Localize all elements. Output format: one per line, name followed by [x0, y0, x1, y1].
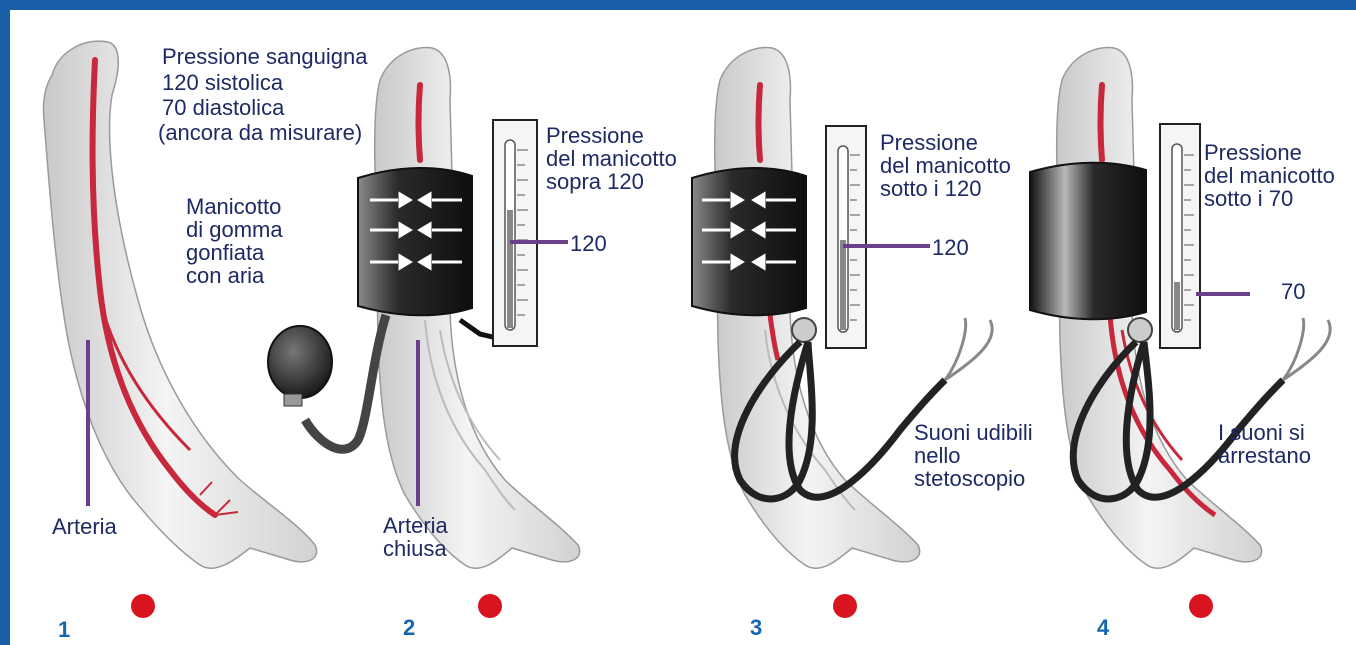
systolic-label: 120 sistolica: [162, 71, 283, 94]
cuff-pressure-label: Pressione del manicotto sopra 120: [546, 124, 677, 193]
bulb-icon: [268, 315, 386, 449]
step-number: 1: [58, 617, 70, 643]
cuff-icon: [692, 168, 806, 315]
step-number: 2: [403, 615, 415, 641]
sounds-label: Suoni udibili nello stetoscopio: [914, 421, 1033, 490]
dot-icon: [478, 594, 502, 618]
pressure-reading: 120: [570, 232, 607, 255]
dot-icon: [131, 594, 155, 618]
artery-label: Arteria: [52, 515, 117, 538]
dot-icon: [1189, 594, 1213, 618]
manometer-icon: [826, 126, 866, 348]
cuff-pressure-label: Pressione del manicotto sotto i 70: [1204, 141, 1335, 210]
cuff-pressure-label: Pressione del manicotto sotto i 120: [880, 131, 1011, 200]
cuff-label: Manicotto di gomma gonfiata con aria: [186, 195, 283, 287]
diastolic-label: 70 diastolica: [162, 96, 284, 119]
measurement-note: (ancora da misurare): [158, 121, 362, 144]
sounds-stop-label: I suoni si arrestano: [1218, 421, 1311, 467]
pressure-reading: 120: [932, 236, 969, 259]
manometer-icon: [1160, 124, 1200, 348]
step-number: 4: [1097, 615, 1109, 641]
cuff-tube: [460, 320, 497, 338]
pressure-title: Pressione sanguigna: [162, 45, 367, 68]
cuff-icon: [1030, 163, 1146, 320]
closed-artery-label: Arteria chiusa: [383, 514, 448, 560]
manometer-icon: [493, 120, 537, 346]
step-number: 3: [750, 615, 762, 641]
pressure-reading: 70: [1281, 280, 1305, 303]
dot-icon: [833, 594, 857, 618]
cuff-icon: [358, 168, 472, 315]
